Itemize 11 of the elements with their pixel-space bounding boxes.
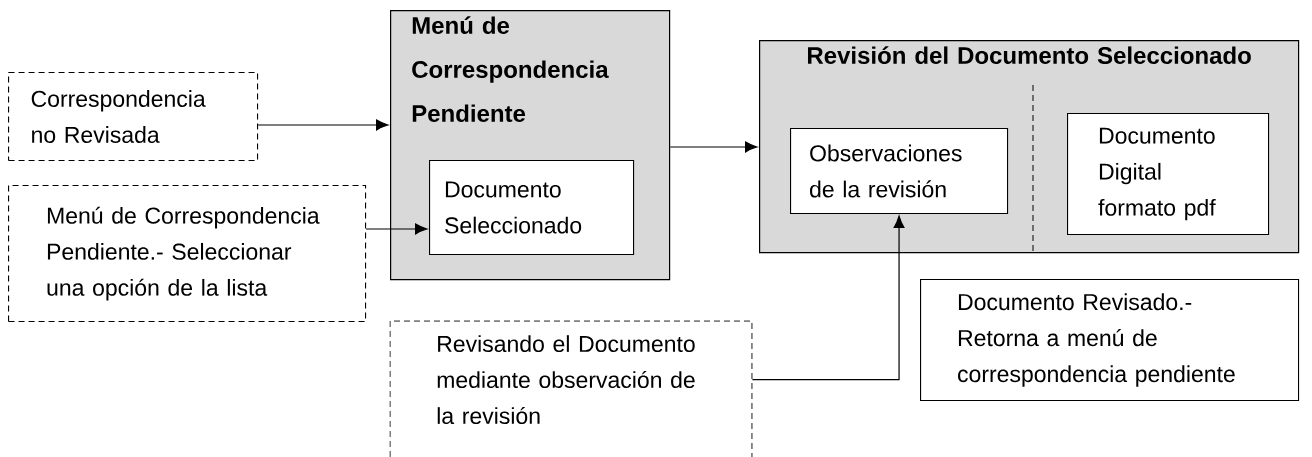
note-box: Menú de Correspondencia Pendiente.- Seleccionar una opción de la lista	[8, 185, 367, 323]
arrow	[257, 119, 389, 131]
arrow	[365, 223, 428, 235]
process-box: Observaciones de la revisión	[790, 128, 1009, 215]
note-box: Correspondencia no Revisada	[8, 72, 259, 162]
arrow	[669, 141, 758, 153]
process-box: Documento Revisado.- Retorna a menú de correspondencia pendiente	[920, 279, 1300, 402]
arrow	[751, 215, 905, 381]
process-box: Documento Seleccionado	[429, 160, 635, 256]
note-box: Revisando el Documento mediante observación de la revisión	[389, 320, 753, 457]
process-box: Documento Digital formato pdf	[1067, 113, 1270, 236]
